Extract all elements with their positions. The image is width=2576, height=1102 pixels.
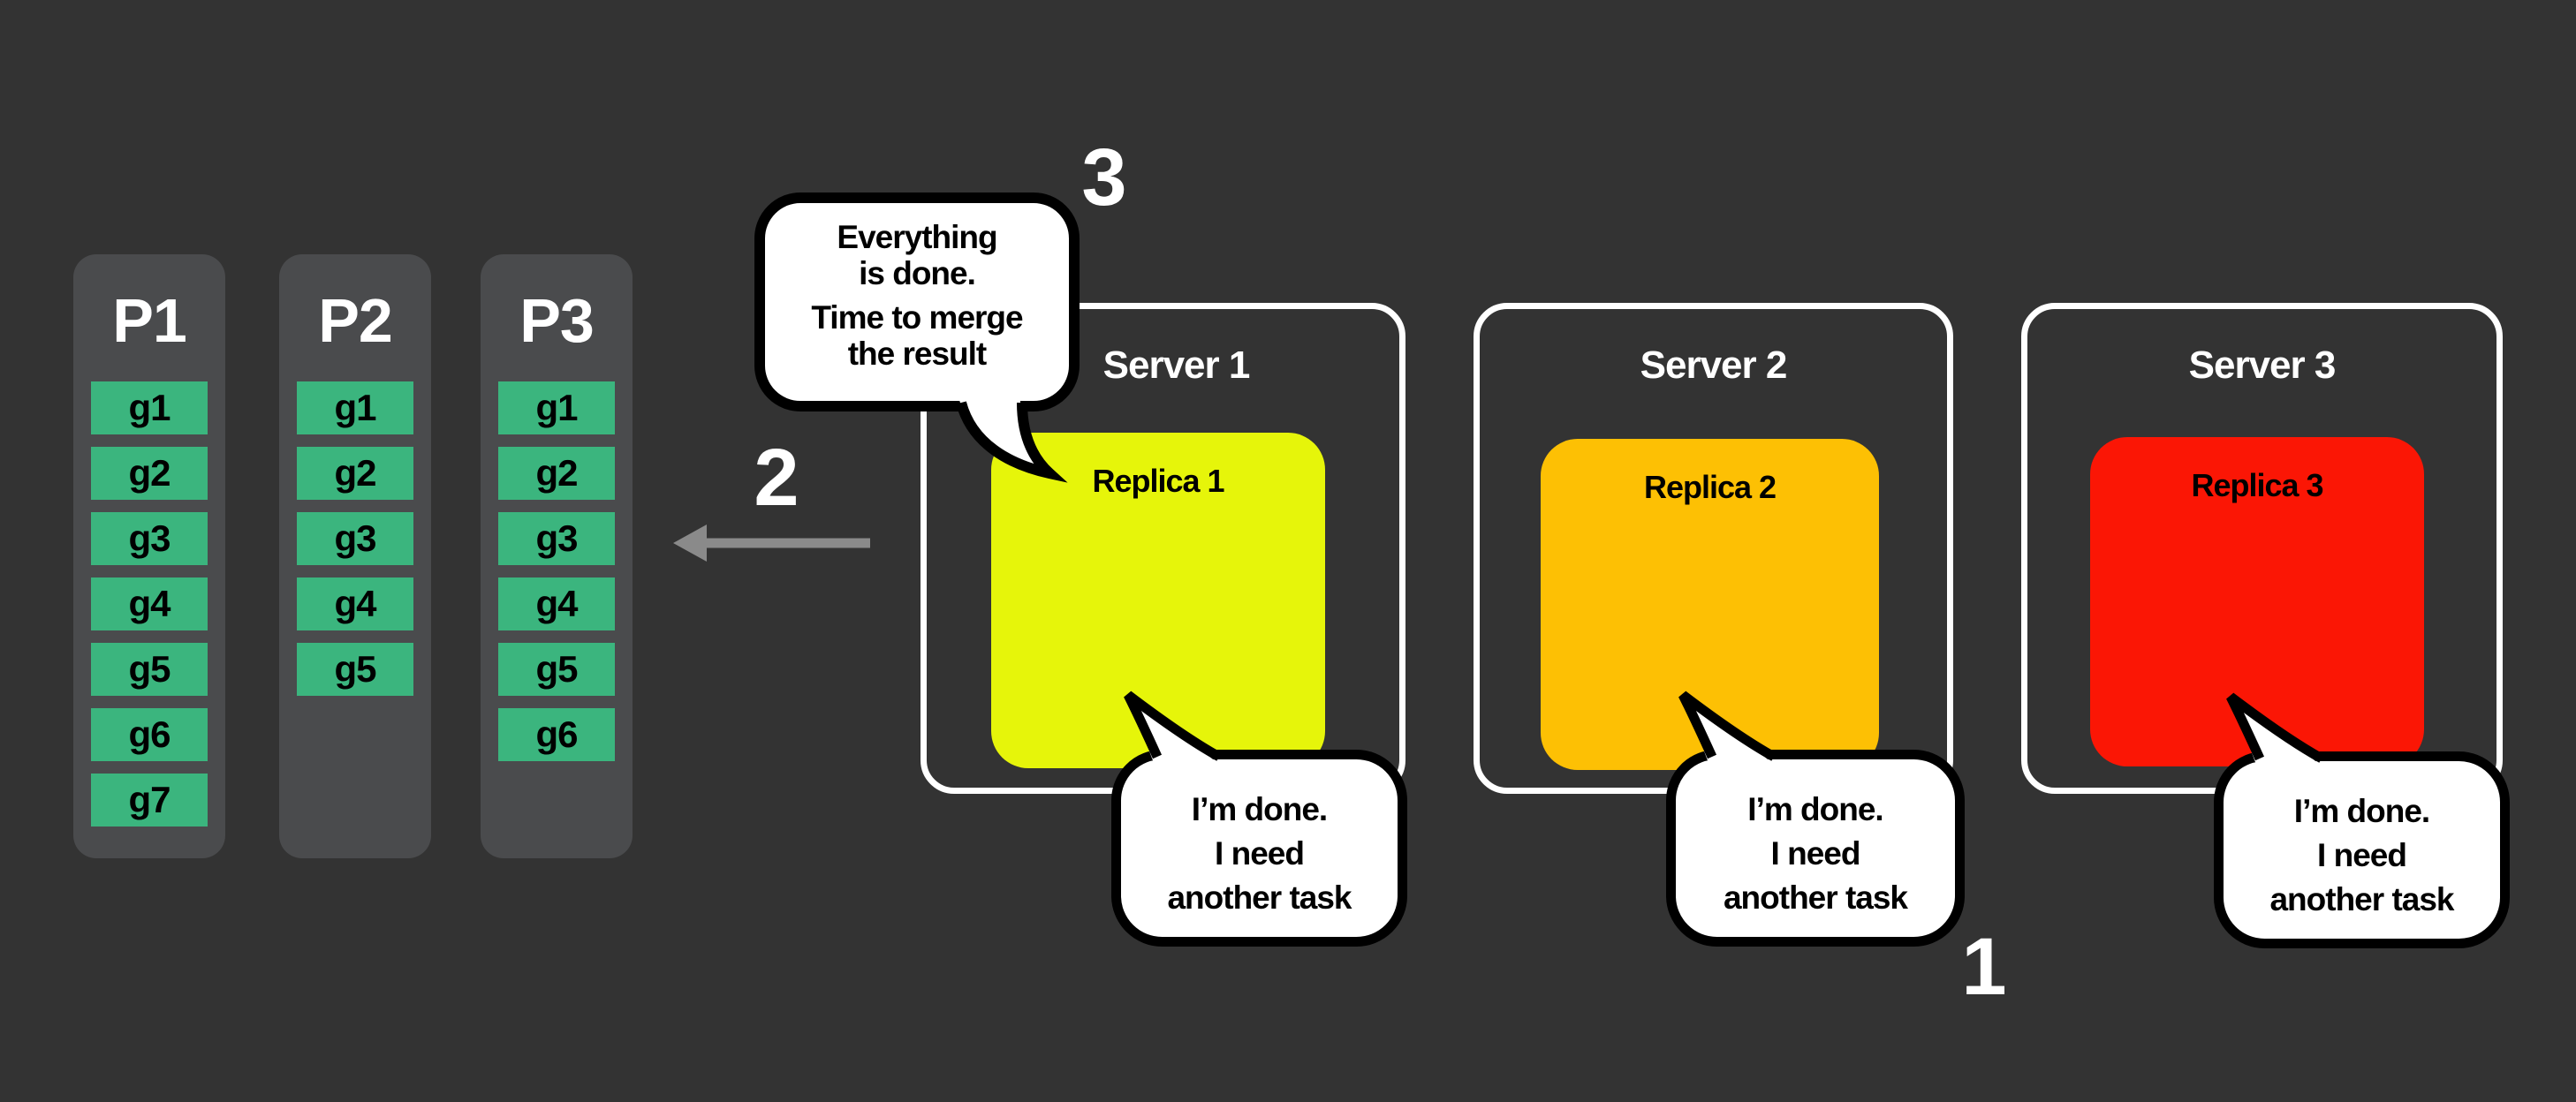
- worker-line-2: I need: [1770, 834, 1861, 872]
- partition-title: P2: [318, 286, 393, 355]
- worker-line-1: I’m done.: [1747, 790, 1883, 827]
- step-1-label: 1: [1961, 922, 2006, 1012]
- worker-line-3: another task: [1723, 879, 1908, 916]
- worker-line-3: another task: [1167, 879, 1352, 916]
- task-block: g4: [498, 577, 615, 630]
- task-block: g7: [91, 774, 208, 826]
- partition-task-list: g1 g2 g3 g4 g5 g6 g7: [73, 381, 225, 826]
- task-block: g4: [91, 577, 208, 630]
- partition-column-p2: P2 g1 g2 g3 g4 g5: [279, 254, 431, 858]
- server-label: Server 1: [1102, 343, 1251, 387]
- task-block: g3: [297, 512, 413, 565]
- partition-title: P1: [112, 286, 187, 355]
- task-block: g3: [498, 512, 615, 565]
- merge-line-4: the result: [847, 335, 988, 372]
- partition-title: P3: [519, 286, 595, 355]
- task-block: g4: [297, 577, 413, 630]
- task-block: g6: [91, 708, 208, 761]
- merge-line-1: Everything: [837, 218, 997, 255]
- task-block: g6: [498, 708, 615, 761]
- speech-bubble-shape: [754, 192, 1080, 483]
- partition-column-p1: P1 g1 g2 g3 g4 g5 g6 g7: [73, 254, 225, 858]
- worker-speech-bubble-2: I’m done. I need another task: [1666, 691, 1965, 947]
- merge-line-3: Time to merge: [811, 298, 1023, 336]
- worker-line-1: I’m done.: [1191, 790, 1328, 827]
- worker-bubble-text: I’m done. I need another task: [1666, 750, 1965, 947]
- partition-column-p3: P3 g1 g2 g3 g4 g5 g6: [481, 254, 633, 858]
- task-block: g1: [91, 381, 208, 434]
- replica-label: Replica 2: [1643, 469, 1777, 505]
- partition-task-list: g1 g2 g3 g4 g5: [279, 381, 431, 696]
- worker-speech-bubble-3: I’m done. I need another task: [2214, 692, 2510, 948]
- step-2-label: 2: [754, 433, 799, 523]
- worker-line-3: another task: [2269, 880, 2454, 917]
- task-block: g5: [297, 643, 413, 696]
- task-block: g2: [91, 447, 208, 500]
- worker-line-2: I need: [1215, 834, 1305, 872]
- worker-speech-bubble-1: I’m done. I need another task: [1111, 691, 1407, 947]
- replica-label: Replica 3: [2191, 467, 2323, 503]
- task-block: g1: [297, 381, 413, 434]
- arrow-left-icon: [673, 525, 870, 562]
- server-label: Server 2: [1640, 343, 1788, 387]
- merge-bubble-text: Everything is done. Time to merge the re…: [754, 192, 1080, 411]
- worker-bubble-text: I’m done. I need another task: [2214, 751, 2510, 948]
- worker-bubble-text: I’m done. I need another task: [1111, 750, 1407, 947]
- partition-task-list: g1 g2 g3 g4 g5 g6: [481, 381, 633, 761]
- merge-speech-bubble: Everything is done. Time to merge the re…: [754, 192, 1080, 483]
- worker-line-2: I need: [2317, 836, 2407, 873]
- merge-line-2: is done.: [859, 254, 976, 291]
- step-3-label: 3: [1081, 132, 1126, 223]
- task-block: g5: [91, 643, 208, 696]
- task-block: g5: [498, 643, 615, 696]
- speech-bubble-shape: [1666, 691, 1965, 947]
- task-block: g2: [498, 447, 615, 500]
- speech-bubble-shape: [1111, 691, 1407, 947]
- task-block: g1: [498, 381, 615, 434]
- worker-line-1: I’m done.: [2293, 792, 2430, 829]
- replica-label: Replica 1: [1092, 463, 1224, 499]
- server-label: Server 3: [2188, 343, 2337, 387]
- task-block: g2: [297, 447, 413, 500]
- speech-bubble-shape: [2214, 692, 2510, 948]
- task-block: g3: [91, 512, 208, 565]
